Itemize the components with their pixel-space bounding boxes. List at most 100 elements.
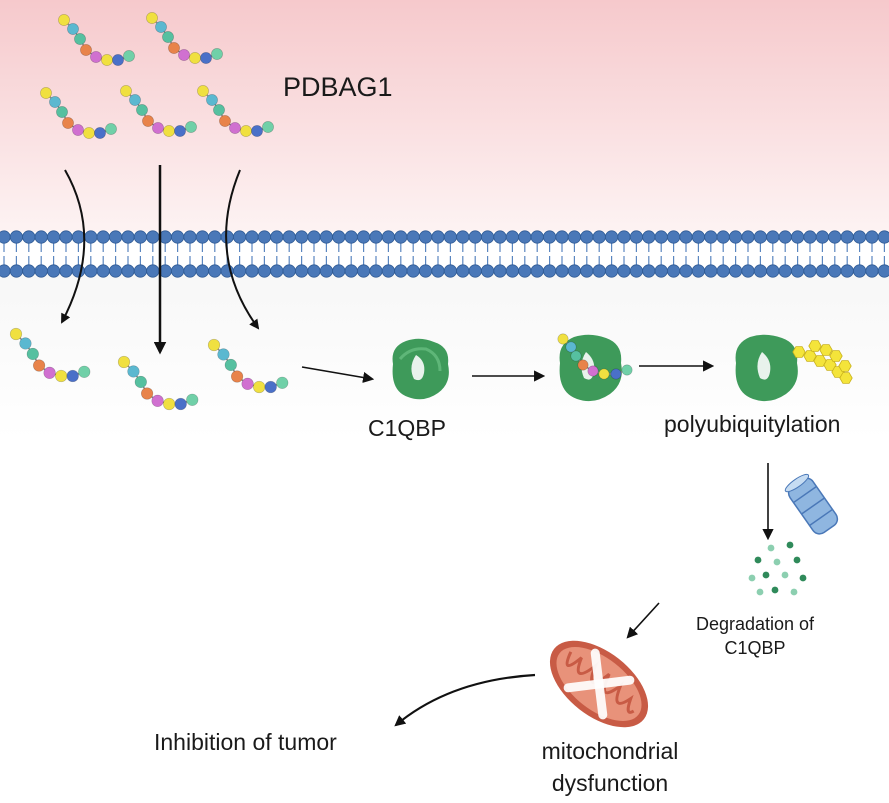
lipid-head <box>803 230 817 244</box>
lipid-head <box>394 230 408 244</box>
amino-acid-bead <box>40 87 52 99</box>
lipid-head <box>307 230 321 244</box>
lipid-head <box>109 264 123 278</box>
lipid-head <box>9 264 23 278</box>
amino-acid-bead <box>66 369 79 383</box>
lipid-head <box>852 264 867 278</box>
amino-acid-bead <box>80 44 92 56</box>
lipid-head <box>480 264 495 278</box>
lipid-head <box>828 230 842 244</box>
amino-acid-bead <box>90 51 102 63</box>
lipid-head <box>84 230 98 244</box>
lipid-head <box>542 230 557 244</box>
amino-acid-bead <box>142 115 154 127</box>
amino-acid-bead <box>264 380 277 394</box>
amino-acid-bead <box>224 358 237 372</box>
lipid-head <box>679 264 693 278</box>
peptide-fragment <box>799 574 807 582</box>
lipid-head <box>46 264 61 278</box>
amino-acid-bead <box>129 94 141 106</box>
amino-acid-bead <box>206 94 218 106</box>
amino-acid-bead <box>621 364 633 376</box>
lipid-head <box>394 264 408 278</box>
lipid-head <box>369 264 383 278</box>
pdbag1-peptide-icon <box>40 87 117 139</box>
lipid-head <box>493 230 507 244</box>
lipid-head <box>319 230 333 244</box>
lipid-head <box>133 264 147 278</box>
lipid-head <box>716 264 730 278</box>
lipid-head <box>195 230 209 244</box>
amino-acid-bead <box>174 125 186 137</box>
lipid-head <box>233 230 247 244</box>
lipid-head <box>604 264 619 278</box>
lipid-head <box>332 230 346 244</box>
lipid-head <box>567 230 582 244</box>
lipid-head <box>133 230 147 244</box>
lipid-head <box>270 264 284 278</box>
lipid-head <box>183 264 197 278</box>
lipid-head <box>431 264 445 278</box>
lipid-head <box>332 264 346 278</box>
lipid-head <box>59 230 73 244</box>
lipid-head <box>96 230 110 244</box>
amino-acid-bead <box>26 347 39 361</box>
lipid-head <box>468 264 482 278</box>
lipid-head <box>34 230 48 244</box>
dysfunction-label-line-1: mitochondrial <box>541 738 679 764</box>
peptide-fragment <box>756 588 764 596</box>
lipid-head <box>344 264 358 278</box>
ubiquitin-chain <box>792 340 853 384</box>
lipid-head <box>480 230 495 244</box>
amino-acid-bead <box>152 122 164 134</box>
lipid-head <box>592 230 606 244</box>
arrow-to-mitochondrion <box>626 602 660 639</box>
lipid-head <box>828 264 842 278</box>
peptide-group <box>9 12 289 411</box>
lipid-head <box>344 230 358 244</box>
peptide-fragment <box>781 571 789 579</box>
lipid-head <box>691 230 706 244</box>
amino-acid-bead <box>101 54 113 66</box>
amino-acid-bead <box>163 397 176 411</box>
lipid-head <box>753 264 768 278</box>
amino-acid-bead <box>43 366 56 379</box>
amino-acid-bead <box>251 125 263 137</box>
lipid-head <box>555 230 569 244</box>
lipid-head <box>753 230 768 244</box>
amino-acid-bead <box>557 333 569 345</box>
lipid-head <box>22 230 36 244</box>
arrow-to-c1qbp <box>301 366 375 384</box>
ubiquitin-unit <box>838 360 852 372</box>
amino-acid-bead <box>155 21 167 33</box>
ubiquitin-unit <box>808 340 822 352</box>
peptide-fragment <box>786 541 794 549</box>
lipid-head <box>840 264 854 278</box>
lipid-head <box>728 264 743 278</box>
amino-acid-bead <box>570 350 582 362</box>
lipid-head <box>642 264 656 278</box>
lipid-head <box>443 230 457 244</box>
amino-acid-bead <box>197 85 209 97</box>
entry-arrow-right <box>225 169 260 330</box>
amino-acid-bead <box>185 121 197 133</box>
lipid-head <box>666 264 681 278</box>
lipid-head <box>505 230 520 244</box>
lipid-head <box>877 264 889 278</box>
lipid-head <box>257 230 271 244</box>
amino-acid-bead <box>174 397 187 411</box>
amino-acid-bead <box>32 359 46 372</box>
c1qbp-label: C1QBP <box>368 415 446 441</box>
amino-acid-bead <box>229 122 241 134</box>
pdbag1-peptide-icon <box>557 333 633 380</box>
lipid-head <box>294 230 309 244</box>
lipid-head <box>456 230 470 244</box>
amino-acid-bead <box>207 338 221 352</box>
peptide-fragment <box>790 588 798 596</box>
amino-acid-bead <box>56 106 68 118</box>
lipid-head <box>530 264 544 278</box>
cross-mark-icon <box>563 648 635 720</box>
dysfunction-label-line-2: dysfunction <box>551 770 669 796</box>
amino-acid-bead <box>186 393 199 406</box>
amino-acid-bead <box>74 33 86 45</box>
